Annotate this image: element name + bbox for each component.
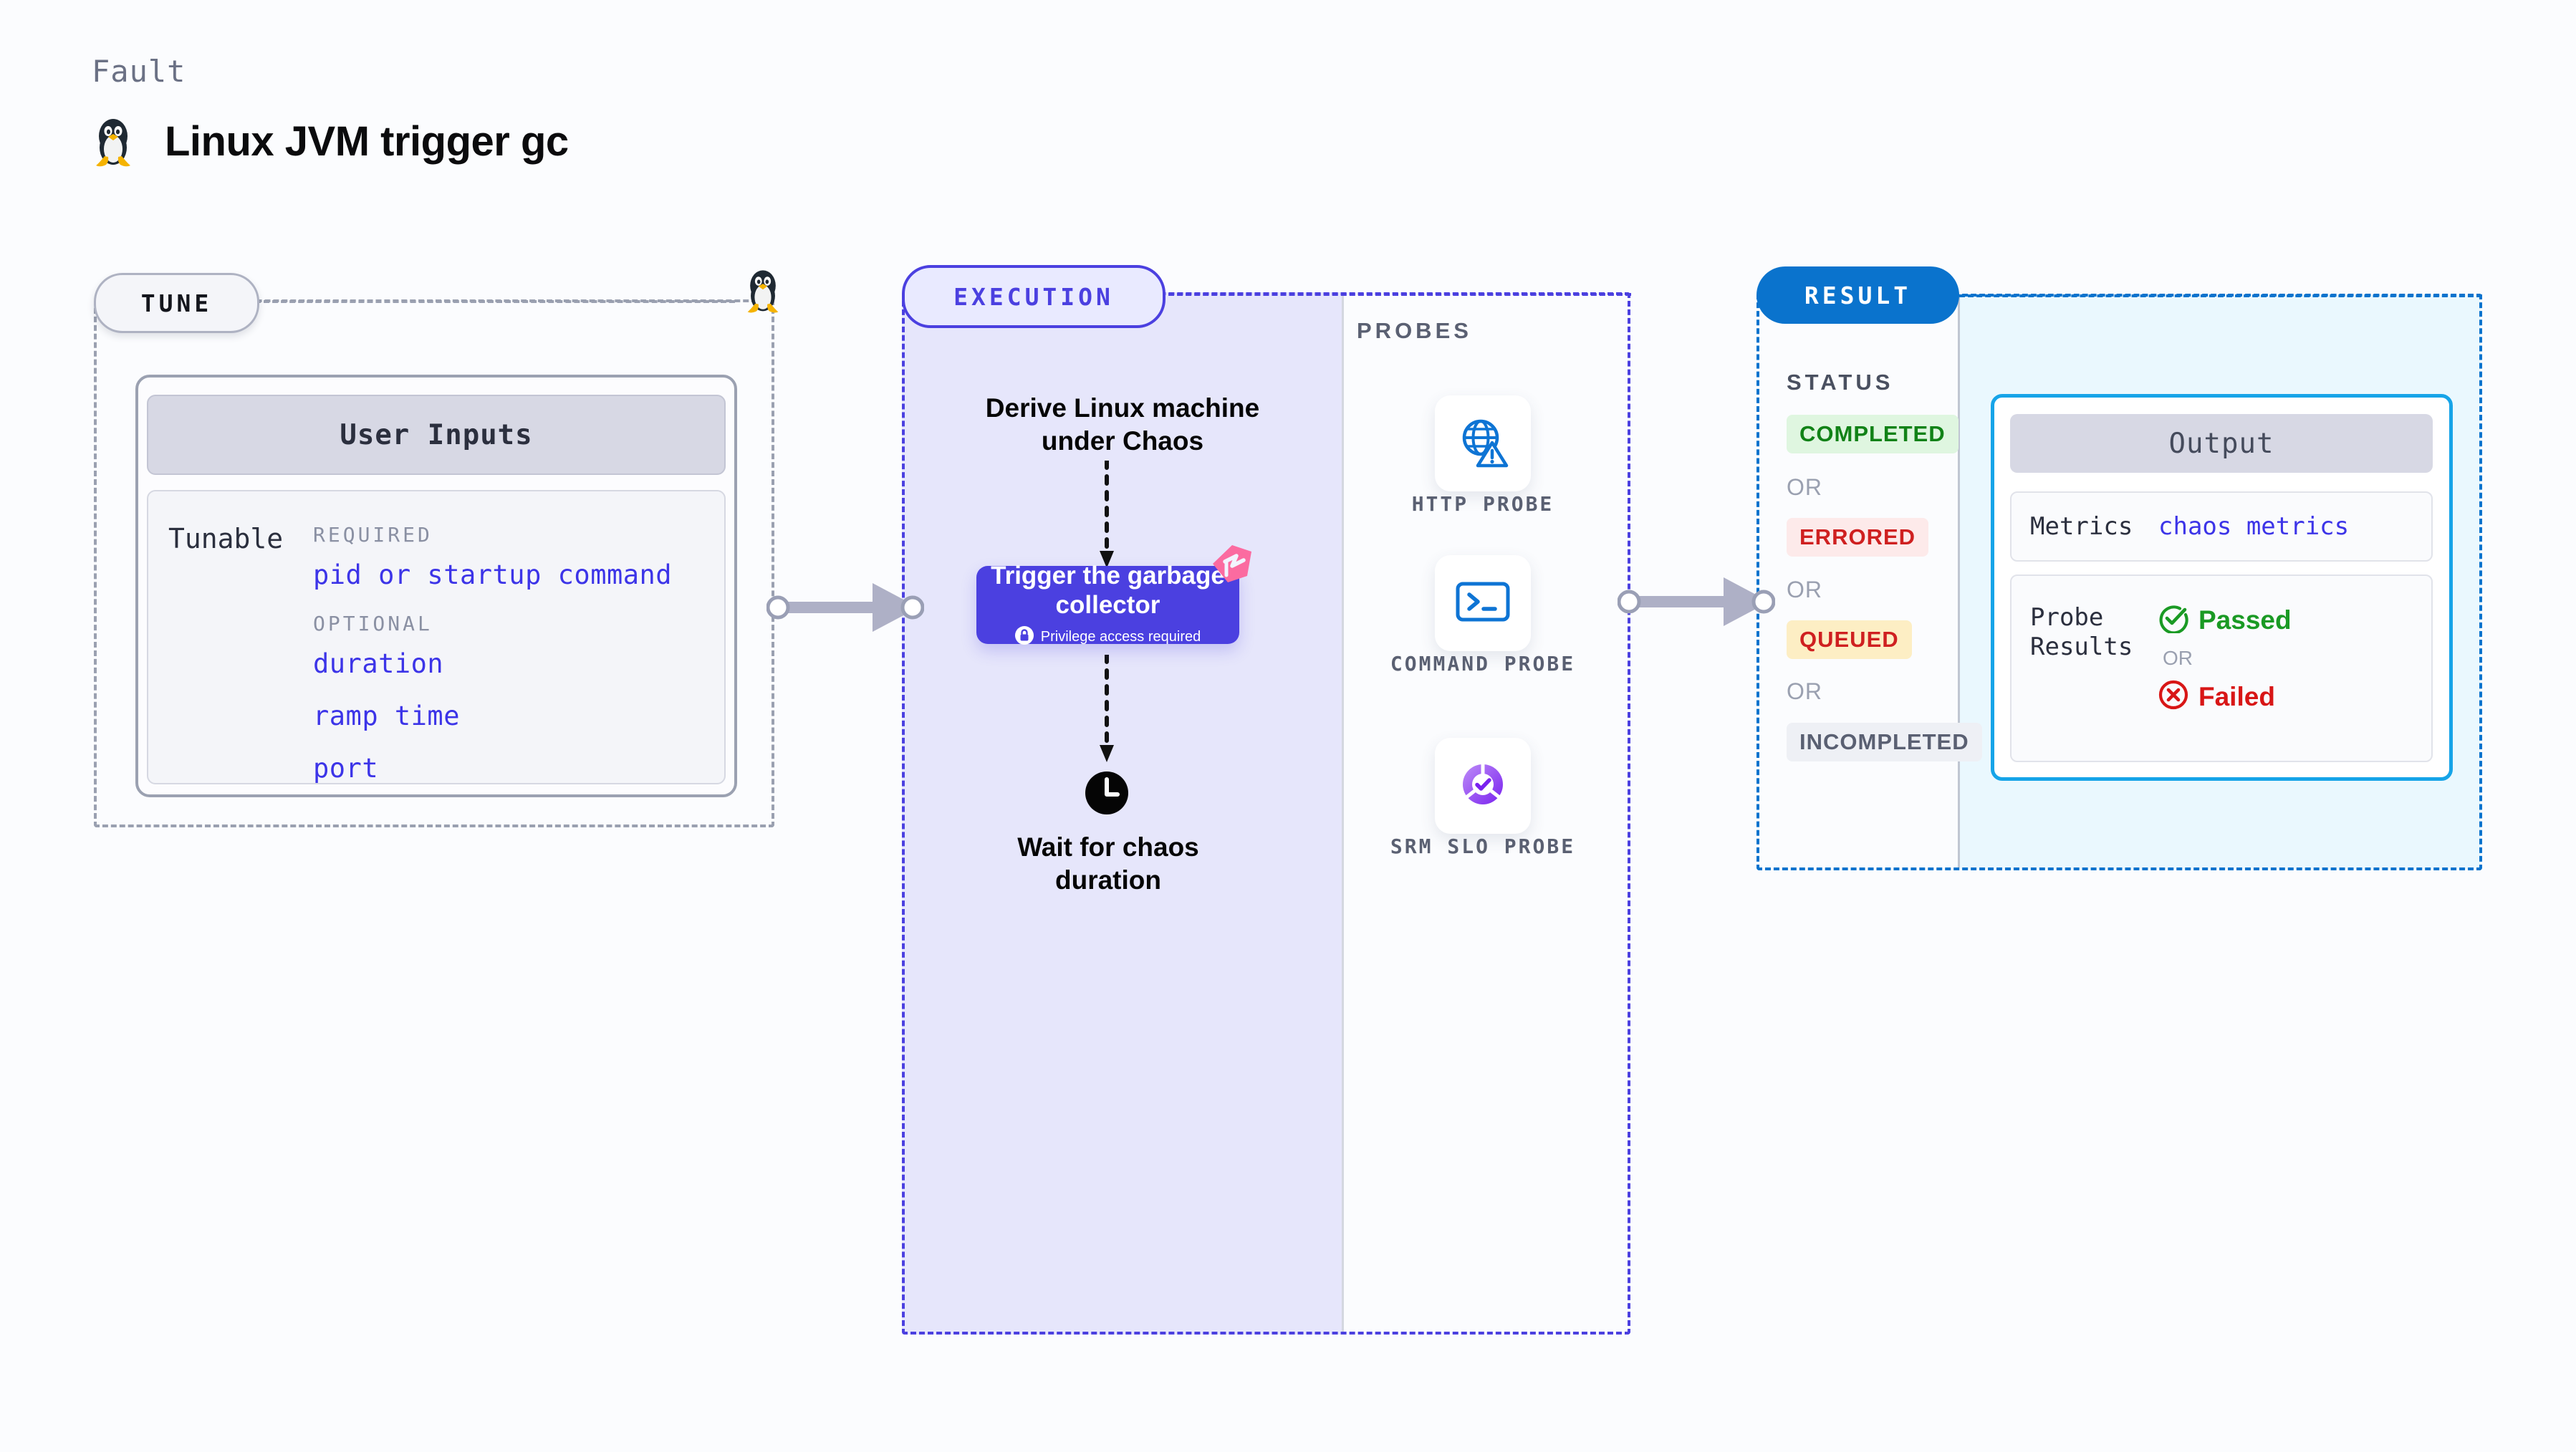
slo-check-icon xyxy=(1454,756,1512,817)
status-or-0: OR xyxy=(1787,474,1822,500)
probe-caption-srm-slo: SRM SLO PROBE xyxy=(1390,835,1576,858)
field-port[interactable]: port xyxy=(313,753,379,784)
required-group-label: REQUIRED xyxy=(313,523,433,547)
probe-verdict-failed-text: Failed xyxy=(2198,681,2275,711)
clock-icon xyxy=(1083,769,1130,820)
user-inputs-header: User Inputs xyxy=(147,395,726,475)
execution-stage-pill[interactable]: EXECUTION xyxy=(902,265,1166,328)
status-badge-completed: COMPLETED xyxy=(1787,415,1959,453)
result-stage-pill[interactable]: RESULT xyxy=(1756,266,1959,324)
probe-verdict-passed-text: Passed xyxy=(2198,605,2292,635)
probe-results-values: Passed OR Failed xyxy=(2158,603,2292,761)
derive-machine-step-label: Derive Linux machine under Chaos xyxy=(985,393,1260,456)
terminal-icon xyxy=(1455,580,1511,627)
probe-tile-http[interactable] xyxy=(1435,395,1531,491)
field-duration[interactable]: duration xyxy=(313,648,444,679)
metrics-value-link[interactable]: chaos metrics xyxy=(2158,512,2350,541)
tunable-fields: REQUIRED pid or startup command OPTIONAL… xyxy=(313,523,673,784)
field-ramp-time[interactable]: ramp time xyxy=(313,701,460,731)
globe-warning-icon xyxy=(1455,414,1511,473)
metrics-label: Metrics xyxy=(2030,511,2133,541)
probe-verdict-passed: Passed xyxy=(2158,603,2292,637)
flow-arrow-derive-to-trigger xyxy=(1098,458,1115,573)
execution-region-fill xyxy=(902,292,1342,1335)
probe-verdict-failed: Failed xyxy=(2158,680,2292,713)
field-pid-or-startup-command[interactable]: pid or startup command xyxy=(313,559,673,590)
status-or-2: OR xyxy=(1787,678,1822,704)
chaos-badge-icon xyxy=(1211,543,1254,588)
connector-tune-to-execution xyxy=(766,577,925,641)
tune-stage-pill[interactable]: TUNE xyxy=(94,273,259,333)
trigger-garbage-collector-node[interactable]: Trigger the garbage collector Privilege … xyxy=(976,562,1239,645)
metrics-row: Metrics chaos metrics xyxy=(2010,491,2433,562)
status-badge-errored: ERRORED xyxy=(1787,518,1929,557)
privilege-note-text: Privilege access required xyxy=(1040,629,1201,645)
tunable-label: Tunable xyxy=(168,523,284,554)
result-output-divider xyxy=(1958,297,1960,867)
probe-caption-http: HTTP PROBE xyxy=(1411,492,1554,516)
tunable-panel: Tunable REQUIRED pid or startup command … xyxy=(147,490,726,784)
check-circle-icon xyxy=(2158,603,2188,637)
probes-divider xyxy=(1342,295,1344,1332)
execution-leader-line xyxy=(1160,293,1631,296)
status-section-label: STATUS xyxy=(1787,370,1894,395)
status-badge-queued: QUEUED xyxy=(1787,620,1912,659)
status-or-1: OR xyxy=(1787,577,1822,602)
connector-execution-to-result xyxy=(1617,572,1776,635)
fault-kicker-label: Fault xyxy=(92,54,186,89)
result-leader-line xyxy=(1959,294,2482,297)
linux-penguin-icon xyxy=(92,115,135,168)
wait-for-chaos-duration-label: Wait for chaos duration xyxy=(1017,832,1199,895)
linux-penguin-marker-icon xyxy=(744,266,782,317)
page-title: Linux JVM trigger gc xyxy=(165,117,569,165)
x-circle-icon xyxy=(2158,680,2188,713)
tune-leader-line xyxy=(255,300,735,303)
lock-icon xyxy=(1014,626,1034,648)
probe-verdict-or: OR xyxy=(2163,647,2193,669)
probe-tile-srm-slo[interactable] xyxy=(1435,738,1531,834)
probe-caption-command: COMMAND PROBE xyxy=(1390,652,1576,675)
fault-title-row: Linux JVM trigger gc xyxy=(92,115,569,168)
status-badge-incompleted: INCOMPLETED xyxy=(1787,723,1982,761)
probe-tile-command[interactable] xyxy=(1435,555,1531,651)
probe-results-label: Probe Results xyxy=(2030,603,2133,661)
probe-results-row: Probe Results Passed OR Failed xyxy=(2010,574,2433,762)
trigger-node-title: Trigger the garbage collector xyxy=(991,561,1225,619)
optional-group-label: OPTIONAL xyxy=(313,612,433,635)
privilege-note-row: Privilege access required xyxy=(1014,626,1201,648)
probes-section-label: PROBES xyxy=(1357,318,1472,343)
output-card-header: Output xyxy=(2010,414,2433,473)
flow-arrow-trigger-to-wait xyxy=(1098,653,1115,767)
